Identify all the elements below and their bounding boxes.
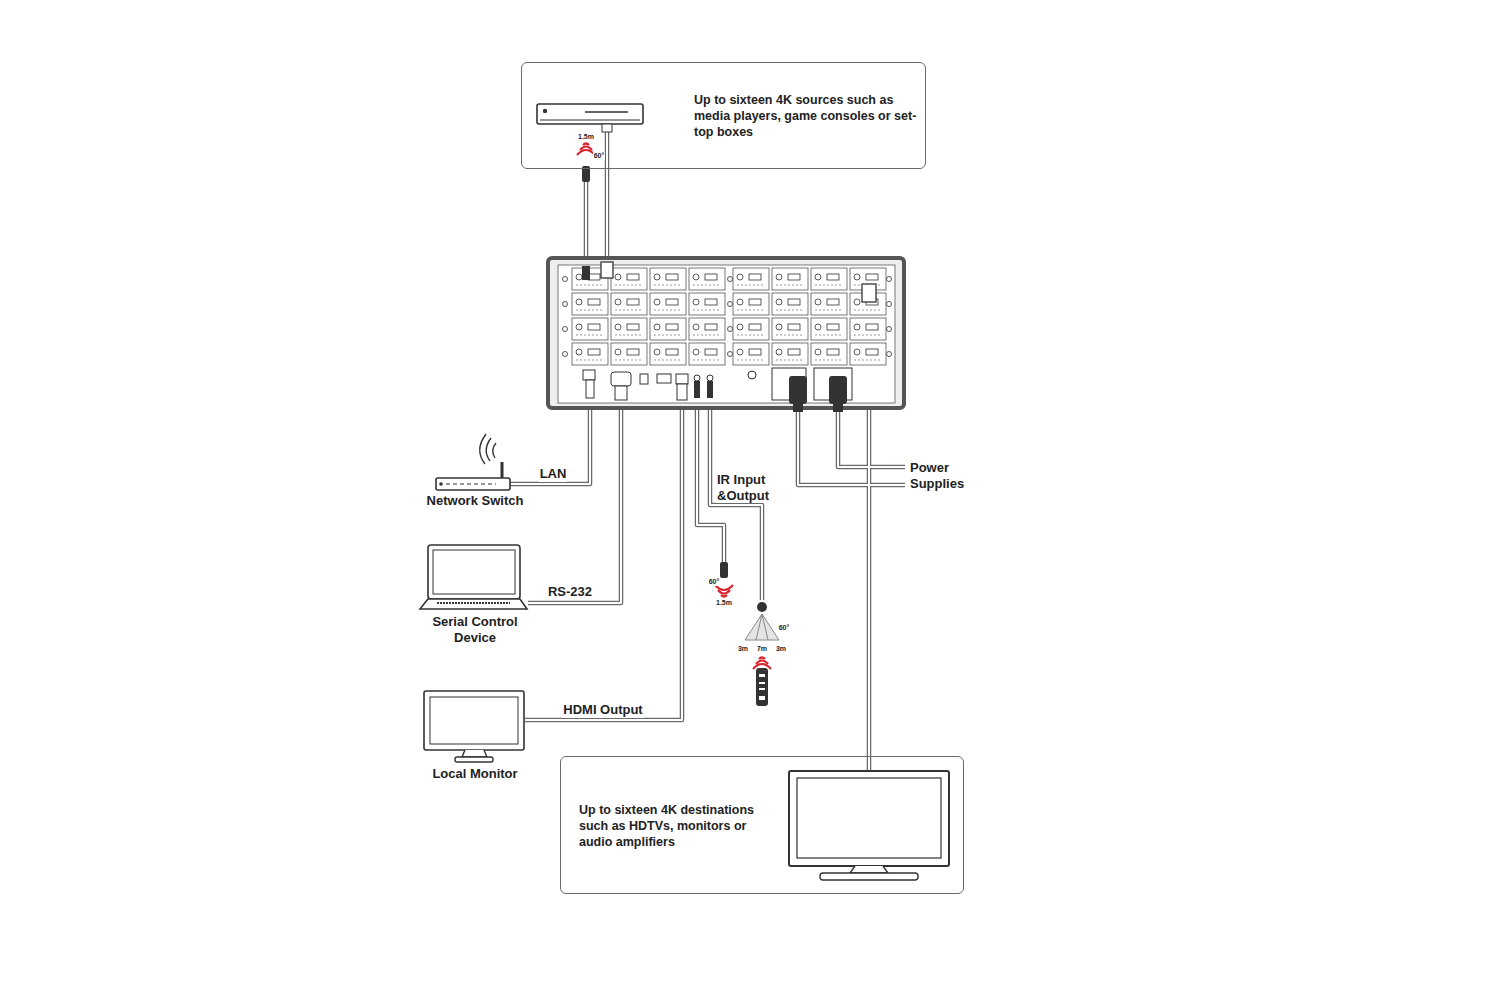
io-card (850, 343, 886, 365)
io-card (689, 293, 725, 315)
dimension-label: 3m (737, 645, 749, 653)
cable (528, 400, 621, 603)
io-card (611, 293, 647, 315)
io-card (689, 343, 725, 365)
io-card (689, 318, 725, 340)
io-card (572, 293, 608, 315)
monitor-icon (424, 691, 524, 762)
io-card (850, 318, 886, 340)
io-card (611, 318, 647, 340)
io-card (572, 343, 608, 365)
media-player (537, 104, 643, 132)
io-card (811, 268, 847, 290)
cable (605, 124, 610, 272)
connection-label: Local Monitor (431, 766, 518, 782)
cable-core (606, 124, 608, 272)
device-group-box: Up to sixteen 4K destinations such as HD… (560, 756, 964, 894)
io-card (733, 293, 769, 315)
laptop-icon (420, 545, 527, 609)
io-card (650, 343, 686, 365)
io-card (733, 268, 769, 290)
io-card (611, 268, 647, 290)
cable (508, 398, 590, 484)
dimension-label: 7m (756, 645, 768, 653)
cable (798, 412, 905, 485)
ir-receiver (745, 602, 779, 706)
network-switch-icon (436, 434, 510, 490)
io-card (772, 318, 808, 340)
cable-core (838, 412, 905, 467)
io-card (650, 268, 686, 290)
io-card (811, 318, 847, 340)
cable-core (528, 400, 621, 603)
cables (508, 124, 905, 770)
io-card (650, 318, 686, 340)
io-card (733, 343, 769, 365)
connection-label: Network Switch (426, 493, 525, 509)
box-description: Up to sixteen 4K sources such as media p… (694, 92, 920, 140)
dimension-label: 60° (593, 152, 606, 160)
connection-label: Power Supplies (909, 460, 983, 491)
cable (838, 412, 905, 467)
io-card (772, 268, 808, 290)
io-card (811, 343, 847, 365)
cable (525, 400, 682, 720)
connection-label: LAN (539, 466, 568, 482)
cable-core (798, 412, 905, 485)
connection-label: Serial Control Device (419, 614, 531, 645)
connection-label: RS-232 (547, 584, 593, 600)
dimension-label: 1.5m (577, 133, 595, 141)
box-description: Up to sixteen 4K destinations such as HD… (579, 802, 769, 850)
connection-label: HDMI Output (562, 702, 643, 718)
ir-emitter (577, 144, 595, 183)
matrix-switcher (548, 258, 904, 412)
io-card (772, 293, 808, 315)
io-card (650, 293, 686, 315)
io-card (611, 343, 647, 365)
tv-icon (789, 771, 949, 880)
dimension-label: 3m (775, 645, 787, 653)
device-group-box: Up to sixteen 4K sources such as media p… (521, 62, 926, 169)
dimension-label: 60° (708, 578, 721, 586)
io-card (689, 268, 725, 290)
io-card (811, 293, 847, 315)
cable-core (525, 400, 682, 720)
dimension-label: 60° (778, 624, 791, 632)
io-card (733, 318, 769, 340)
io-card (772, 343, 808, 365)
io-card (572, 318, 608, 340)
cable-core (508, 398, 590, 484)
dimension-label: 1.5m (715, 599, 733, 607)
connection-label: IR Input &Output (716, 472, 782, 503)
